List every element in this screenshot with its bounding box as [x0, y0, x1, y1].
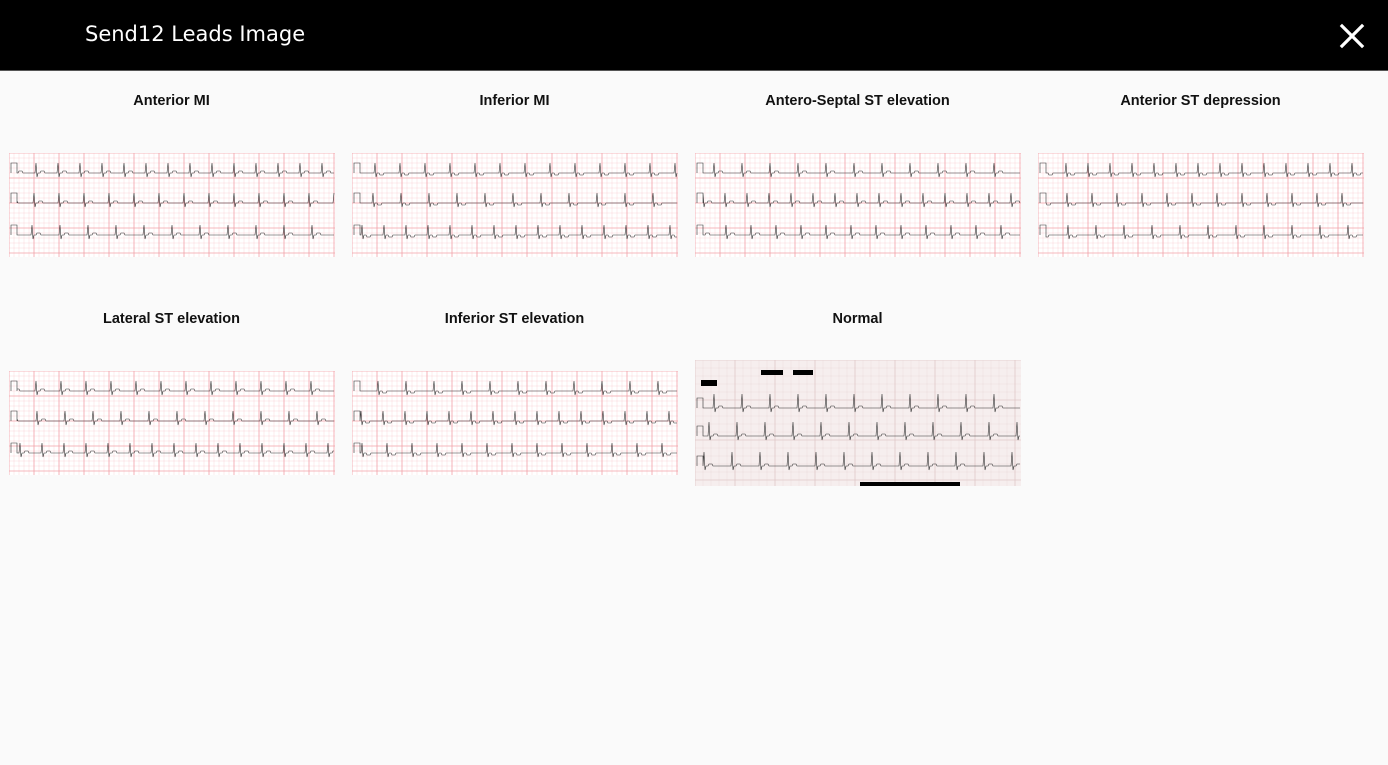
ecg-option-anterior-st-depression[interactable]: Anterior ST depression — [1029, 70, 1372, 280]
ecg-thumbnail — [695, 360, 1021, 486]
ecg-trace — [696, 162, 1020, 178]
ecg-trace — [10, 442, 334, 458]
ecg-thumbnail — [9, 153, 335, 257]
ecg-option-label: Antero-Septal ST elevation — [765, 93, 950, 109]
ecg-option-label: Inferior ST elevation — [444, 311, 585, 327]
ecg-trace — [353, 442, 677, 458]
ecg-trace — [10, 224, 334, 240]
app-header: Send12 Leads Image — [0, 0, 1388, 71]
ecg-trace — [10, 380, 334, 396]
ecg-thumbnail — [352, 153, 678, 257]
close-icon[interactable] — [1336, 20, 1368, 52]
ecg-option-label: Inferior MI — [479, 93, 550, 109]
redaction-bar — [761, 370, 783, 375]
redaction-bar — [860, 482, 960, 486]
ecg-option-inferior-st-elevation[interactable]: Inferior ST elevation — [343, 288, 686, 498]
ecg-trace — [1039, 224, 1363, 240]
ecg-trace — [353, 380, 677, 396]
page-title: Send12 Leads Image — [85, 22, 306, 46]
ecg-trace — [1039, 192, 1363, 208]
ecg-option-normal[interactable]: Normal — [686, 288, 1029, 498]
ecg-trace — [696, 192, 1021, 208]
ecg-option-label: Normal — [832, 311, 883, 327]
ecg-trace — [353, 410, 677, 426]
ecg-trace — [353, 192, 677, 208]
ecg-option-label: Anterior MI — [133, 93, 210, 109]
ecg-thumbnail — [1038, 153, 1364, 257]
ecg-option-label: Anterior ST depression — [1120, 93, 1281, 109]
ecg-trace — [353, 162, 678, 178]
ecg-thumbnail — [9, 371, 335, 475]
ecg-thumbnail — [695, 153, 1021, 257]
redaction-bar — [701, 380, 717, 386]
ecg-trace — [696, 224, 1020, 240]
ecg-option-inferior-mi[interactable]: Inferior MI — [343, 70, 686, 280]
ecg-trace — [1039, 162, 1363, 178]
ecg-option-anterior-mi[interactable]: Anterior MI — [0, 70, 343, 280]
ecg-trace — [10, 192, 335, 208]
ecg-option-lateral-st-elevation[interactable]: Lateral ST elevation — [0, 288, 343, 498]
ecg-option-antero-septal-st-elevation[interactable]: Antero-Septal ST elevation — [686, 70, 1029, 280]
ecg-trace — [696, 393, 1020, 413]
ecg-trace — [10, 162, 334, 178]
ecg-option-label: Lateral ST elevation — [103, 311, 240, 327]
ecg-thumbnail — [352, 371, 678, 475]
redaction-bar — [793, 370, 813, 375]
ecg-trace — [10, 410, 334, 426]
ecg-trace — [696, 421, 1020, 441]
ecg-trace — [353, 224, 677, 240]
ecg-trace — [696, 451, 1020, 471]
